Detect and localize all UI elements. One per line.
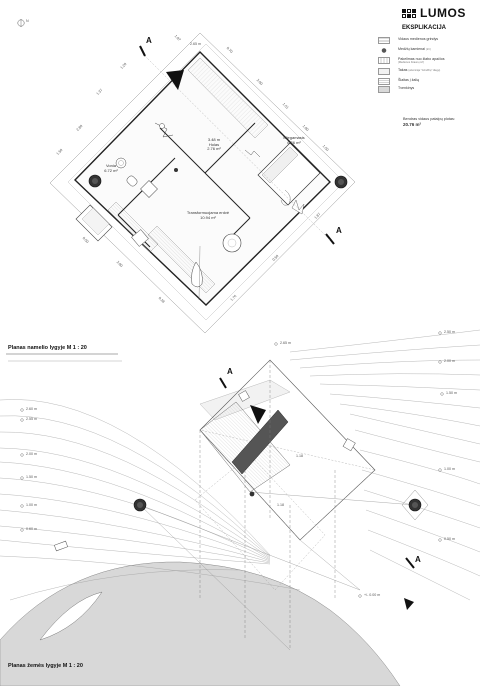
legend-item: Takas (aliuminija "Grindžių" diegų) [378, 68, 478, 76]
level-marker: 2.00 m [444, 359, 455, 363]
level-marker: 2.50 m [444, 330, 455, 334]
room-label-bathroom: Vonia 6.72 m² [104, 163, 118, 173]
legend-title: EKSPLIKACIJA [402, 25, 447, 31]
bathtub-icon [75, 204, 113, 242]
bed-icon [257, 142, 321, 206]
chair-icon [238, 390, 250, 402]
round-table-icon [222, 233, 242, 253]
level-marker: 2.55 m [26, 417, 37, 421]
path-swatch-icon [378, 68, 390, 76]
legend-item: Medžių kamienai (ir/r) [378, 47, 478, 54]
house-footprint [74, 51, 331, 306]
shower-icon [140, 180, 158, 198]
section-marker-a: A [415, 555, 421, 564]
legend-item: Vidaus medienos grindys [378, 37, 478, 44]
level-marker: 1.18 [277, 503, 284, 507]
logo-mark-icon [402, 8, 416, 18]
plant-icon [291, 199, 305, 215]
section-line-a-right [325, 233, 335, 245]
total-area: Bendras vidaus patalpų plotas: 20.76 m² [403, 117, 455, 127]
tree-trunk-icon [174, 168, 178, 172]
entrance-arrow-icon [250, 405, 266, 424]
room-label-transformable-space: Transformuojama erdvė 10.94 m² [186, 210, 230, 220]
toilet-icon [126, 175, 138, 187]
legend-item: Pakelimas nuo žlabo apačios(Medienos bri… [378, 57, 478, 65]
level-marker: 1.18 [296, 454, 303, 458]
level-marker: 0.60 m [26, 527, 37, 531]
pond-swatch-icon [378, 86, 390, 94]
armchair-icon [131, 229, 149, 247]
slope-swatch-icon [378, 78, 390, 86]
level-marker: +/- 0.00 m [364, 593, 381, 597]
direction-arrow-icon [404, 598, 414, 610]
room-label-hall: 3.48 m Holas 2.76 m² [207, 137, 221, 152]
section-marker-a: A [336, 226, 342, 235]
section-marker-a: A [227, 367, 233, 376]
coat-rack-icon [154, 122, 174, 138]
section-line-a-lower-top [219, 377, 227, 389]
section-line-a-lower-bottom [405, 557, 415, 569]
support-posts [199, 360, 336, 650]
hammock-icon [191, 245, 203, 301]
level-marker: 2.65 m [190, 42, 201, 46]
brand-logo: LUMOS [402, 6, 466, 20]
level-marker: 1.50 m [26, 475, 37, 479]
bench-icon [54, 540, 68, 552]
north-label: N [26, 19, 29, 23]
dark-step [231, 409, 289, 475]
tree-trunk-swatch-icon [378, 47, 390, 54]
tree-trunk-icon [88, 174, 102, 188]
outer-dimension-frame [49, 32, 356, 334]
raised-platform-swatch-icon [378, 57, 390, 64]
tree-trunk-icon [334, 175, 348, 189]
north-arrow-icon [17, 19, 25, 27]
legend: Vidaus medienos grindys Medžių kamienai … [378, 37, 478, 96]
tree-trunk-icon [249, 491, 255, 497]
section-marker-a: A [146, 36, 152, 45]
chair-icon [342, 438, 356, 452]
upper-plan-title: Planas namelio lygyje M 1 : 20 [8, 345, 87, 351]
room-label-bedroom: Miegamasis 6.26 m² [283, 135, 305, 145]
wood-floor-swatch-icon [378, 37, 390, 44]
legend-item: Tvenkinys [378, 86, 478, 94]
contour-lines-left [0, 399, 301, 601]
lower-plan-title: Planas žemės lygyje M 1 : 20 [8, 663, 83, 669]
section-line-a-top [139, 45, 146, 57]
boat-icon [39, 591, 103, 641]
tree-trunk-icon [408, 498, 422, 512]
legend-item: Šlaitas į žalią [378, 78, 478, 86]
sink-icon [115, 157, 127, 169]
level-marker: 2.60 m [26, 407, 37, 411]
level-marker: 1.50 m [446, 391, 457, 395]
level-marker: 0.50 m [444, 537, 455, 541]
tree-trunk-icon [133, 498, 147, 512]
entrance-arrow-icon [166, 70, 184, 90]
contour-lines-right [289, 329, 480, 601]
level-marker: 1.00 m [26, 503, 37, 507]
brand-name: LUMOS [420, 6, 466, 20]
level-marker: 2.65 m [280, 341, 291, 345]
level-marker: 1.00 m [444, 467, 455, 471]
level-marker: 2.00 m [26, 452, 37, 456]
